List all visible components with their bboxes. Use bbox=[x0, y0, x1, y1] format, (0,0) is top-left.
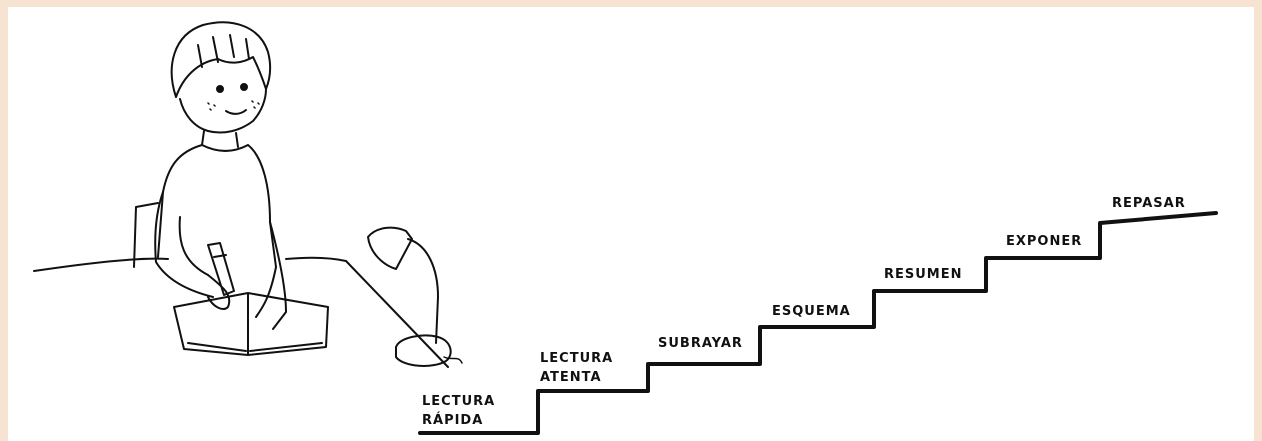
step-label-lectura-atenta: LECTURA ATENTA bbox=[540, 349, 613, 387]
boy-face bbox=[180, 89, 266, 133]
boy-eye-right bbox=[241, 84, 247, 90]
boy-arm-left bbox=[155, 192, 213, 297]
pencil bbox=[208, 243, 234, 295]
illustration-frame: LECTURA RÁPIDA LECTURA ATENTA SUBRAYAR E… bbox=[8, 7, 1254, 441]
boy-mouth bbox=[226, 110, 246, 114]
boy-arm-right bbox=[256, 222, 286, 329]
step-label-resumen: RESUMEN bbox=[884, 265, 963, 284]
notebook bbox=[174, 293, 328, 355]
boy-freckles bbox=[208, 101, 259, 110]
step-label-lectura-rapida: LECTURA RÁPIDA bbox=[422, 392, 495, 430]
step-label-esquema: ESQUEMA bbox=[772, 302, 851, 321]
lamp-arm bbox=[408, 239, 438, 343]
boy-torso bbox=[158, 145, 276, 267]
step-label-subrayar: SUBRAYAR bbox=[658, 334, 743, 353]
step-label-exponer: EXPONER bbox=[1006, 232, 1082, 251]
staircase-line bbox=[420, 213, 1216, 433]
step-label-repasar: REPASAR bbox=[1112, 194, 1186, 213]
study-steps-illustration bbox=[8, 7, 1254, 441]
boy-eye-left bbox=[217, 86, 223, 92]
lamp-shade bbox=[368, 228, 412, 269]
